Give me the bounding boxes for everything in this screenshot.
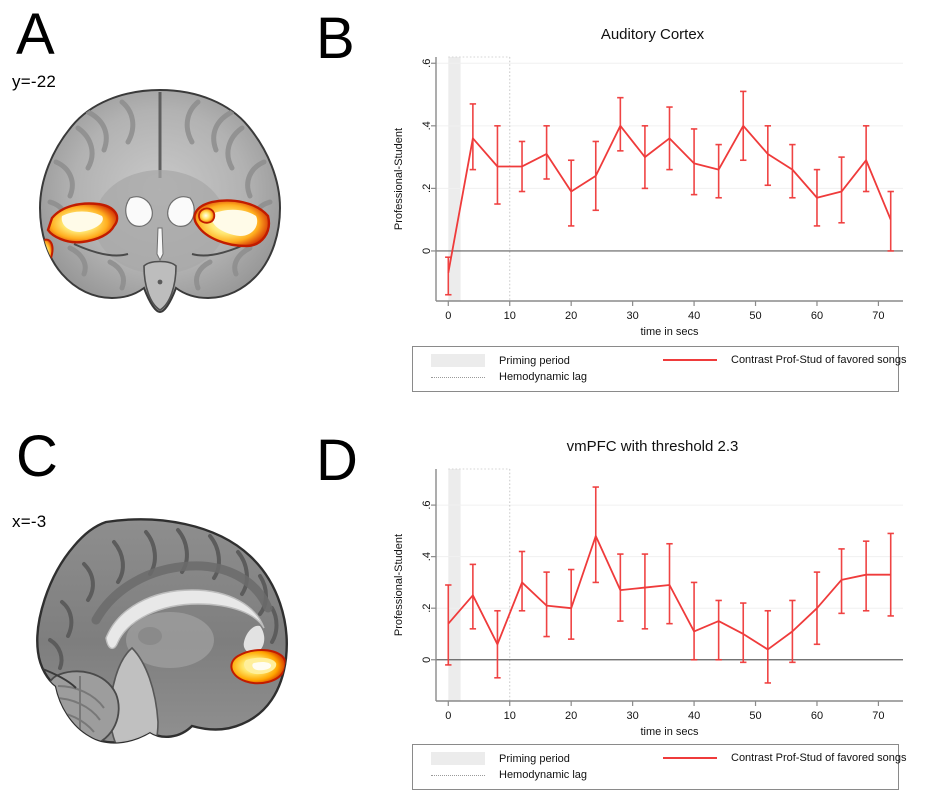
x-axis-tick-label: 30 — [627, 310, 639, 322]
contrast-series-swatch — [663, 359, 717, 361]
y-axis-tick-label: 0 — [421, 657, 433, 663]
y-axis-tick-label: .4 — [421, 121, 433, 130]
y-axis-tick-label: .2 — [421, 604, 433, 613]
x-axis-title: time in secs — [640, 326, 699, 338]
panel-letter-c: C — [16, 424, 58, 489]
priming-period-shade — [448, 469, 461, 701]
series-line — [447, 124, 892, 274]
chart-panel-vmpfc: vmPFC with threshold 2.3 0 .2 .4 .6 0 10 20 30 4… — [390, 438, 915, 806]
legend-item-hemodynamic-lag: Hemodynamic lag — [431, 371, 587, 383]
activation-blob-left — [40, 202, 119, 267]
chart-title-b: Auditory Cortex — [600, 26, 705, 43]
priming-period-swatch — [431, 752, 485, 765]
chart-legend-d: Priming period Hemodynamic lag Contrast … — [412, 744, 906, 790]
plot-area-b: 0 .2 .4 .6 0 10 20 30 40 50 60 70 time in secs Profes… — [390, 47, 915, 347]
brain-slice-sagittal-image — [10, 500, 310, 792]
y-axis-title: Professional-Student — [393, 128, 405, 230]
x-axis-tick-label: 30 — [627, 710, 639, 722]
chart-panel-auditory-cortex: Auditory Cortex 0 .2 .4 .6 0 10 20 30 40 50 60 70 ti… — [390, 26, 915, 411]
y-axis-tick-label: .2 — [421, 184, 433, 193]
legend-item-priming-period: Priming period — [431, 354, 570, 367]
legend-item-hemodynamic-lag: Hemodynamic lag — [431, 769, 587, 781]
legend-item-priming-period: Priming period — [431, 752, 570, 765]
x-axis-tick-label: 60 — [811, 710, 823, 722]
legend-label-hemodynamic-lag: Hemodynamic lag — [499, 371, 588, 383]
contrast-series-swatch — [663, 757, 717, 759]
legend-label-contrast-series: Contrast Prof-Stud of favored songs — [731, 752, 907, 764]
x-axis-tick-label: 70 — [872, 310, 884, 322]
legend-label-contrast-series: Contrast Prof-Stud of favored songs — [731, 354, 907, 366]
x-axis-tick-label: 20 — [565, 710, 577, 722]
x-axis-tick-label: 0 — [445, 710, 451, 722]
x-axis-title: time in secs — [640, 726, 699, 738]
legend-label-priming-period: Priming period — [499, 752, 570, 765]
x-axis-tick-label: 60 — [811, 310, 823, 322]
chart-title-d: vmPFC with threshold 2.3 — [566, 438, 739, 455]
y-axis-title: Professional-Student — [393, 534, 405, 636]
series-line — [447, 535, 891, 651]
x-axis-tick-label: 40 — [688, 310, 700, 322]
y-axis-tick-label: .4 — [421, 552, 433, 561]
activation-blob-vmpfc — [230, 649, 287, 685]
x-axis-tick-label: 40 — [688, 710, 700, 722]
x-axis-tick-label: 10 — [504, 710, 516, 722]
legend-label-priming-period: Priming period — [499, 354, 570, 367]
panel-letter-a: A — [16, 2, 55, 67]
data-series — [445, 90, 894, 296]
panel-letter-b: B — [316, 6, 355, 71]
legend-item-contrast-series: Contrast Prof-Stud of favored songs — [663, 354, 906, 366]
chart-legend-b: Priming period Hemodynamic lag Contrast … — [412, 346, 906, 392]
x-axis-tick-label: 10 — [504, 310, 516, 322]
y-axis-tick-label: .6 — [421, 59, 433, 68]
plot-area-d: 0 .2 .4 .6 0 10 20 30 40 50 60 70 time in secs Profes… — [390, 459, 915, 747]
panel-letter-d: D — [316, 428, 358, 493]
priming-period-swatch — [431, 354, 485, 367]
x-axis-tick-label: 0 — [445, 310, 451, 322]
priming-period-shade — [448, 57, 461, 301]
x-axis-tick-label: 50 — [749, 710, 761, 722]
x-axis-tick-label: 70 — [872, 710, 884, 722]
slice-coordinate-label-a: y=-22 — [12, 72, 56, 91]
slice-coordinate-label-c: x=-3 — [12, 512, 47, 531]
legend-item-contrast-series: Contrast Prof-Stud of favored songs — [663, 752, 906, 764]
x-axis-tick-label: 20 — [565, 310, 577, 322]
hemodynamic-lag-swatch — [431, 376, 485, 378]
y-axis-tick-label: 0 — [421, 248, 433, 254]
hemodynamic-lag-swatch — [431, 774, 485, 776]
brain-slice-coronal-image — [18, 82, 302, 320]
y-axis-tick-label: .6 — [421, 500, 433, 509]
activation-blob-right — [193, 199, 271, 248]
legend-label-hemodynamic-lag: Hemodynamic lag — [499, 769, 588, 781]
x-axis-tick-label: 50 — [749, 310, 761, 322]
data-series — [445, 486, 894, 684]
